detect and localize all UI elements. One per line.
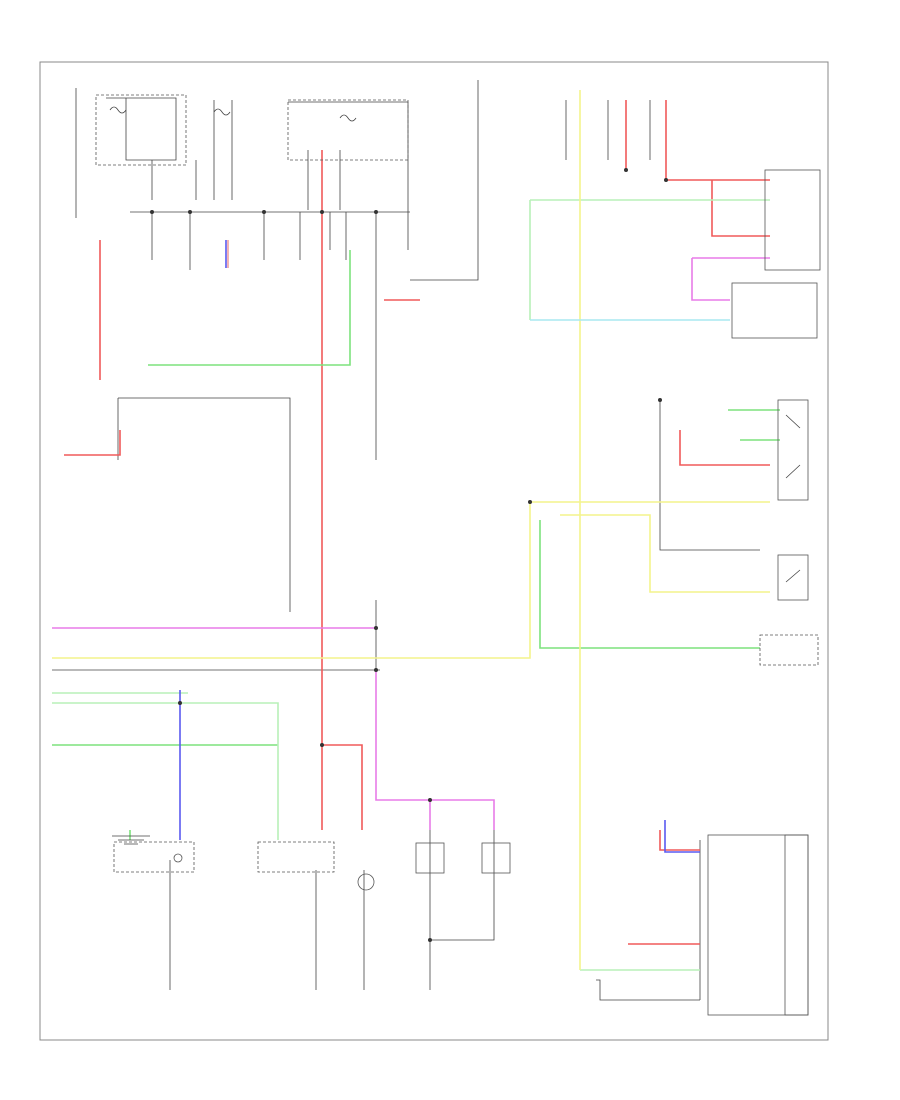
magenta-wires bbox=[52, 257, 770, 830]
motor-symbol bbox=[173, 853, 183, 863]
horn-box bbox=[113, 841, 195, 873]
turn-lamp-box bbox=[257, 841, 335, 873]
junction-dots bbox=[150, 168, 668, 942]
ground-symbol bbox=[112, 835, 150, 845]
combination-switch-box bbox=[764, 169, 821, 271]
diagram-frame bbox=[39, 61, 829, 1041]
left-lamp-box bbox=[415, 842, 445, 874]
stop-lamp-switch-box bbox=[731, 282, 818, 339]
relay-box-top bbox=[287, 99, 409, 161]
fuse-symbol bbox=[109, 106, 357, 122]
components bbox=[95, 94, 821, 1016]
red-wires bbox=[64, 100, 770, 945]
right-lamp-box bbox=[481, 842, 511, 874]
relay-switch-symbol bbox=[785, 414, 801, 583]
green-wires bbox=[52, 250, 780, 840]
ecm-box bbox=[759, 634, 819, 666]
brake-switch-box bbox=[777, 399, 809, 501]
pedal-position-switch-box bbox=[777, 554, 809, 601]
lamp-symbol bbox=[357, 873, 375, 891]
light-green-wires bbox=[52, 199, 770, 971]
combination-meter-box bbox=[707, 834, 809, 1016]
fuse-block-top bbox=[95, 94, 187, 166]
yellow-wires bbox=[52, 90, 770, 970]
combination-meter-module bbox=[784, 834, 809, 1016]
blue-wires bbox=[179, 240, 700, 853]
black-wires bbox=[52, 80, 760, 1001]
